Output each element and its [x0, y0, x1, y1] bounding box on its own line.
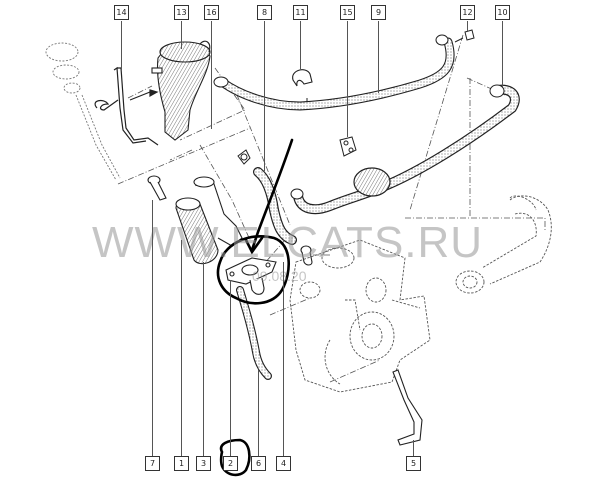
- part-6-lower-hose: [236, 286, 272, 380]
- part-7-bolt: [147, 175, 167, 201]
- leader-line-9: [378, 21, 379, 93]
- callout-9: 9: [371, 5, 386, 20]
- part-9-long-hose: [213, 34, 455, 111]
- callout-11: 11: [293, 5, 308, 20]
- datestamp-text: 09.08.20: [252, 268, 307, 284]
- callout-12: 12: [460, 5, 475, 20]
- highlight-annotation: [216, 138, 294, 477]
- part-14-rod: [94, 66, 159, 146]
- part-12-clip: [454, 29, 475, 43]
- leader-line-10: [502, 21, 503, 87]
- part-5-dipstick-tube: [392, 369, 423, 446]
- part-16-clamp: [237, 149, 251, 165]
- leader-line-15: [347, 21, 348, 137]
- callout-15: 15: [340, 5, 355, 20]
- leader-line-3: [203, 262, 204, 456]
- leader-line-7: [152, 200, 153, 456]
- part-15-bracket: [339, 136, 357, 157]
- phantom-intake-elbow: [455, 195, 552, 294]
- callout-6: 6: [251, 456, 266, 471]
- leader-line-5: [413, 440, 414, 456]
- part-10-breather-hose: [290, 84, 520, 215]
- leader-line-14: [121, 21, 122, 71]
- leader-line-16: [211, 21, 212, 129]
- part-13-filler-neck: [151, 40, 211, 141]
- leader-line-11: [300, 21, 301, 69]
- leader-line-13: [181, 21, 182, 49]
- callout-5: 5: [406, 456, 421, 471]
- phantom-dipstick: [45, 42, 121, 181]
- callout-16: 16: [204, 5, 219, 20]
- leader-line-2: [230, 280, 231, 456]
- callout-13: 13: [174, 5, 189, 20]
- part-8-hose: [253, 167, 297, 245]
- leader-line-12: [467, 21, 468, 31]
- watermark-text: WWW.ELCATS.RU: [92, 218, 484, 267]
- leader-line-4: [283, 262, 284, 456]
- callout-7: 7: [145, 456, 160, 471]
- callout-14: 14: [114, 5, 129, 20]
- leader-line-1: [181, 240, 182, 456]
- engine-block-phantom: [289, 239, 431, 393]
- leader-line-8: [264, 21, 265, 171]
- callout-4: 4: [276, 456, 291, 471]
- callout-8: 8: [257, 5, 272, 20]
- callout-10: 10: [495, 5, 510, 20]
- callout-2: 2: [223, 456, 238, 471]
- part-4-stud: [300, 245, 313, 266]
- callout-1: 1: [174, 456, 189, 471]
- part-2-gasket: [225, 257, 277, 295]
- leader-line-6: [258, 370, 259, 456]
- callout-3: 3: [196, 456, 211, 471]
- part-1-oil-separator: [175, 176, 243, 265]
